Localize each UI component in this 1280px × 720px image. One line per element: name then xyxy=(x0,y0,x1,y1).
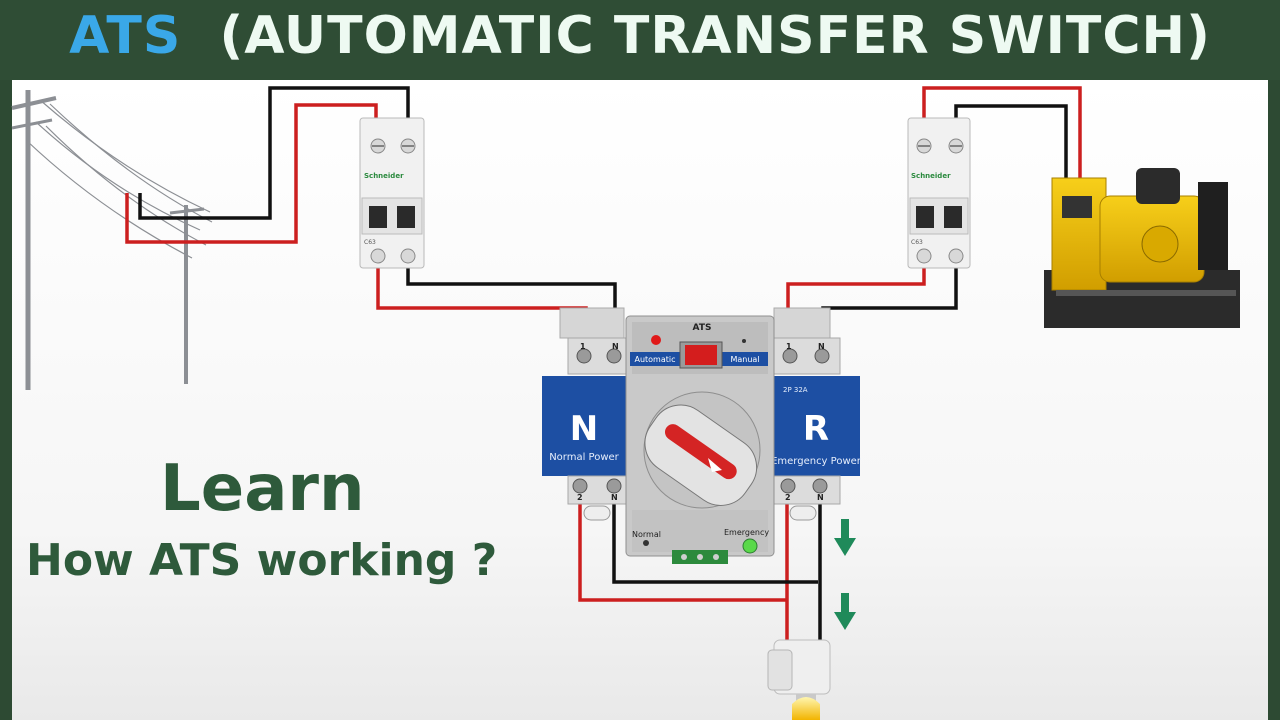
mode-selector-button[interactable] xyxy=(685,345,717,365)
down-arrow-icon xyxy=(834,519,856,556)
ats-unit: 1 N 1 N N Normal Power R Emergency Power… xyxy=(542,307,862,564)
mode-automatic: Automatic xyxy=(634,355,675,364)
load-wiring xyxy=(578,490,822,640)
terminal-label: 1 xyxy=(786,342,792,351)
title-banner: ATS (AUTOMATIC TRANSFER SWITCH) xyxy=(0,0,1280,80)
normal-led-icon xyxy=(643,540,649,546)
caption-how-ats-working: How ATS working ? xyxy=(26,535,498,586)
page-title: ATS (AUTOMATIC TRANSFER SWITCH) xyxy=(0,6,1280,66)
terminal-label: N xyxy=(818,342,825,351)
emergency-side-letter: R xyxy=(803,409,829,449)
breaker-rating: C63 xyxy=(364,239,376,246)
utility-breaker: Schneider C63 xyxy=(359,117,425,269)
down-arrow-icon xyxy=(834,593,856,630)
ats-spec: 2P 32A xyxy=(783,386,808,394)
indicator-emergency: Emergency xyxy=(724,528,769,537)
title-acronym: ATS xyxy=(69,6,182,66)
caption-learn: Learn xyxy=(160,452,365,526)
title-rest: (AUTOMATIC TRANSFER SWITCH) xyxy=(219,6,1211,66)
breaker-brand: Schneider xyxy=(911,172,951,180)
generator-icon xyxy=(1044,168,1240,328)
terminal-label: N xyxy=(611,493,618,502)
power-led-icon xyxy=(651,335,661,345)
terminal-label: 1 xyxy=(580,342,586,351)
breaker-rating: C63 xyxy=(911,239,923,246)
terminal-label: N xyxy=(612,342,619,351)
ats-label: ATS xyxy=(693,323,712,333)
transfer-handle[interactable] xyxy=(633,391,768,517)
terminal-label: 2 xyxy=(785,493,791,502)
breaker-brand: Schneider xyxy=(364,172,404,180)
bulb-icon xyxy=(767,639,831,720)
normal-side-caption: Normal Power xyxy=(549,452,619,463)
normal-side-letter: N xyxy=(570,409,598,449)
utility-pole-icon xyxy=(11,90,213,390)
arrow-icon xyxy=(708,458,722,472)
terminal-label: N xyxy=(817,493,824,502)
indicator-normal: Normal xyxy=(632,530,661,539)
terminal-label: 2 xyxy=(577,493,583,502)
emergency-side-caption: Emergency Power xyxy=(771,456,862,467)
generator-breaker: Schneider C63 xyxy=(907,117,971,269)
mode-manual: Manual xyxy=(730,355,759,364)
current-flow-arrows xyxy=(834,519,856,630)
emergency-led-icon xyxy=(742,538,758,554)
